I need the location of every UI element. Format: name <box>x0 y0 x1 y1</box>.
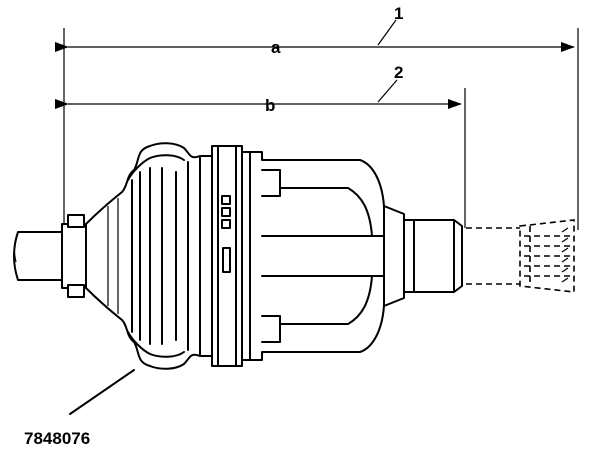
figure-id: 7848076 <box>24 429 90 448</box>
dimension-a: a 1 <box>55 4 579 230</box>
figure-id-leader <box>69 369 135 415</box>
boot-clamp <box>211 145 243 367</box>
dimension-b: b 2 <box>55 63 466 228</box>
dimension-letter-b: b <box>265 96 275 115</box>
axle-shaft <box>13 214 89 298</box>
stub-shaft <box>383 205 463 307</box>
callout-number-1: 1 <box>394 4 403 23</box>
splined-end <box>466 219 575 293</box>
cv-boot <box>85 142 213 370</box>
callout-leader-2 <box>377 79 398 103</box>
callout-number-2: 2 <box>394 63 403 82</box>
joint-housing <box>241 151 385 361</box>
dimension-letter-a: a <box>271 38 281 57</box>
callout-leader-1 <box>377 19 397 46</box>
